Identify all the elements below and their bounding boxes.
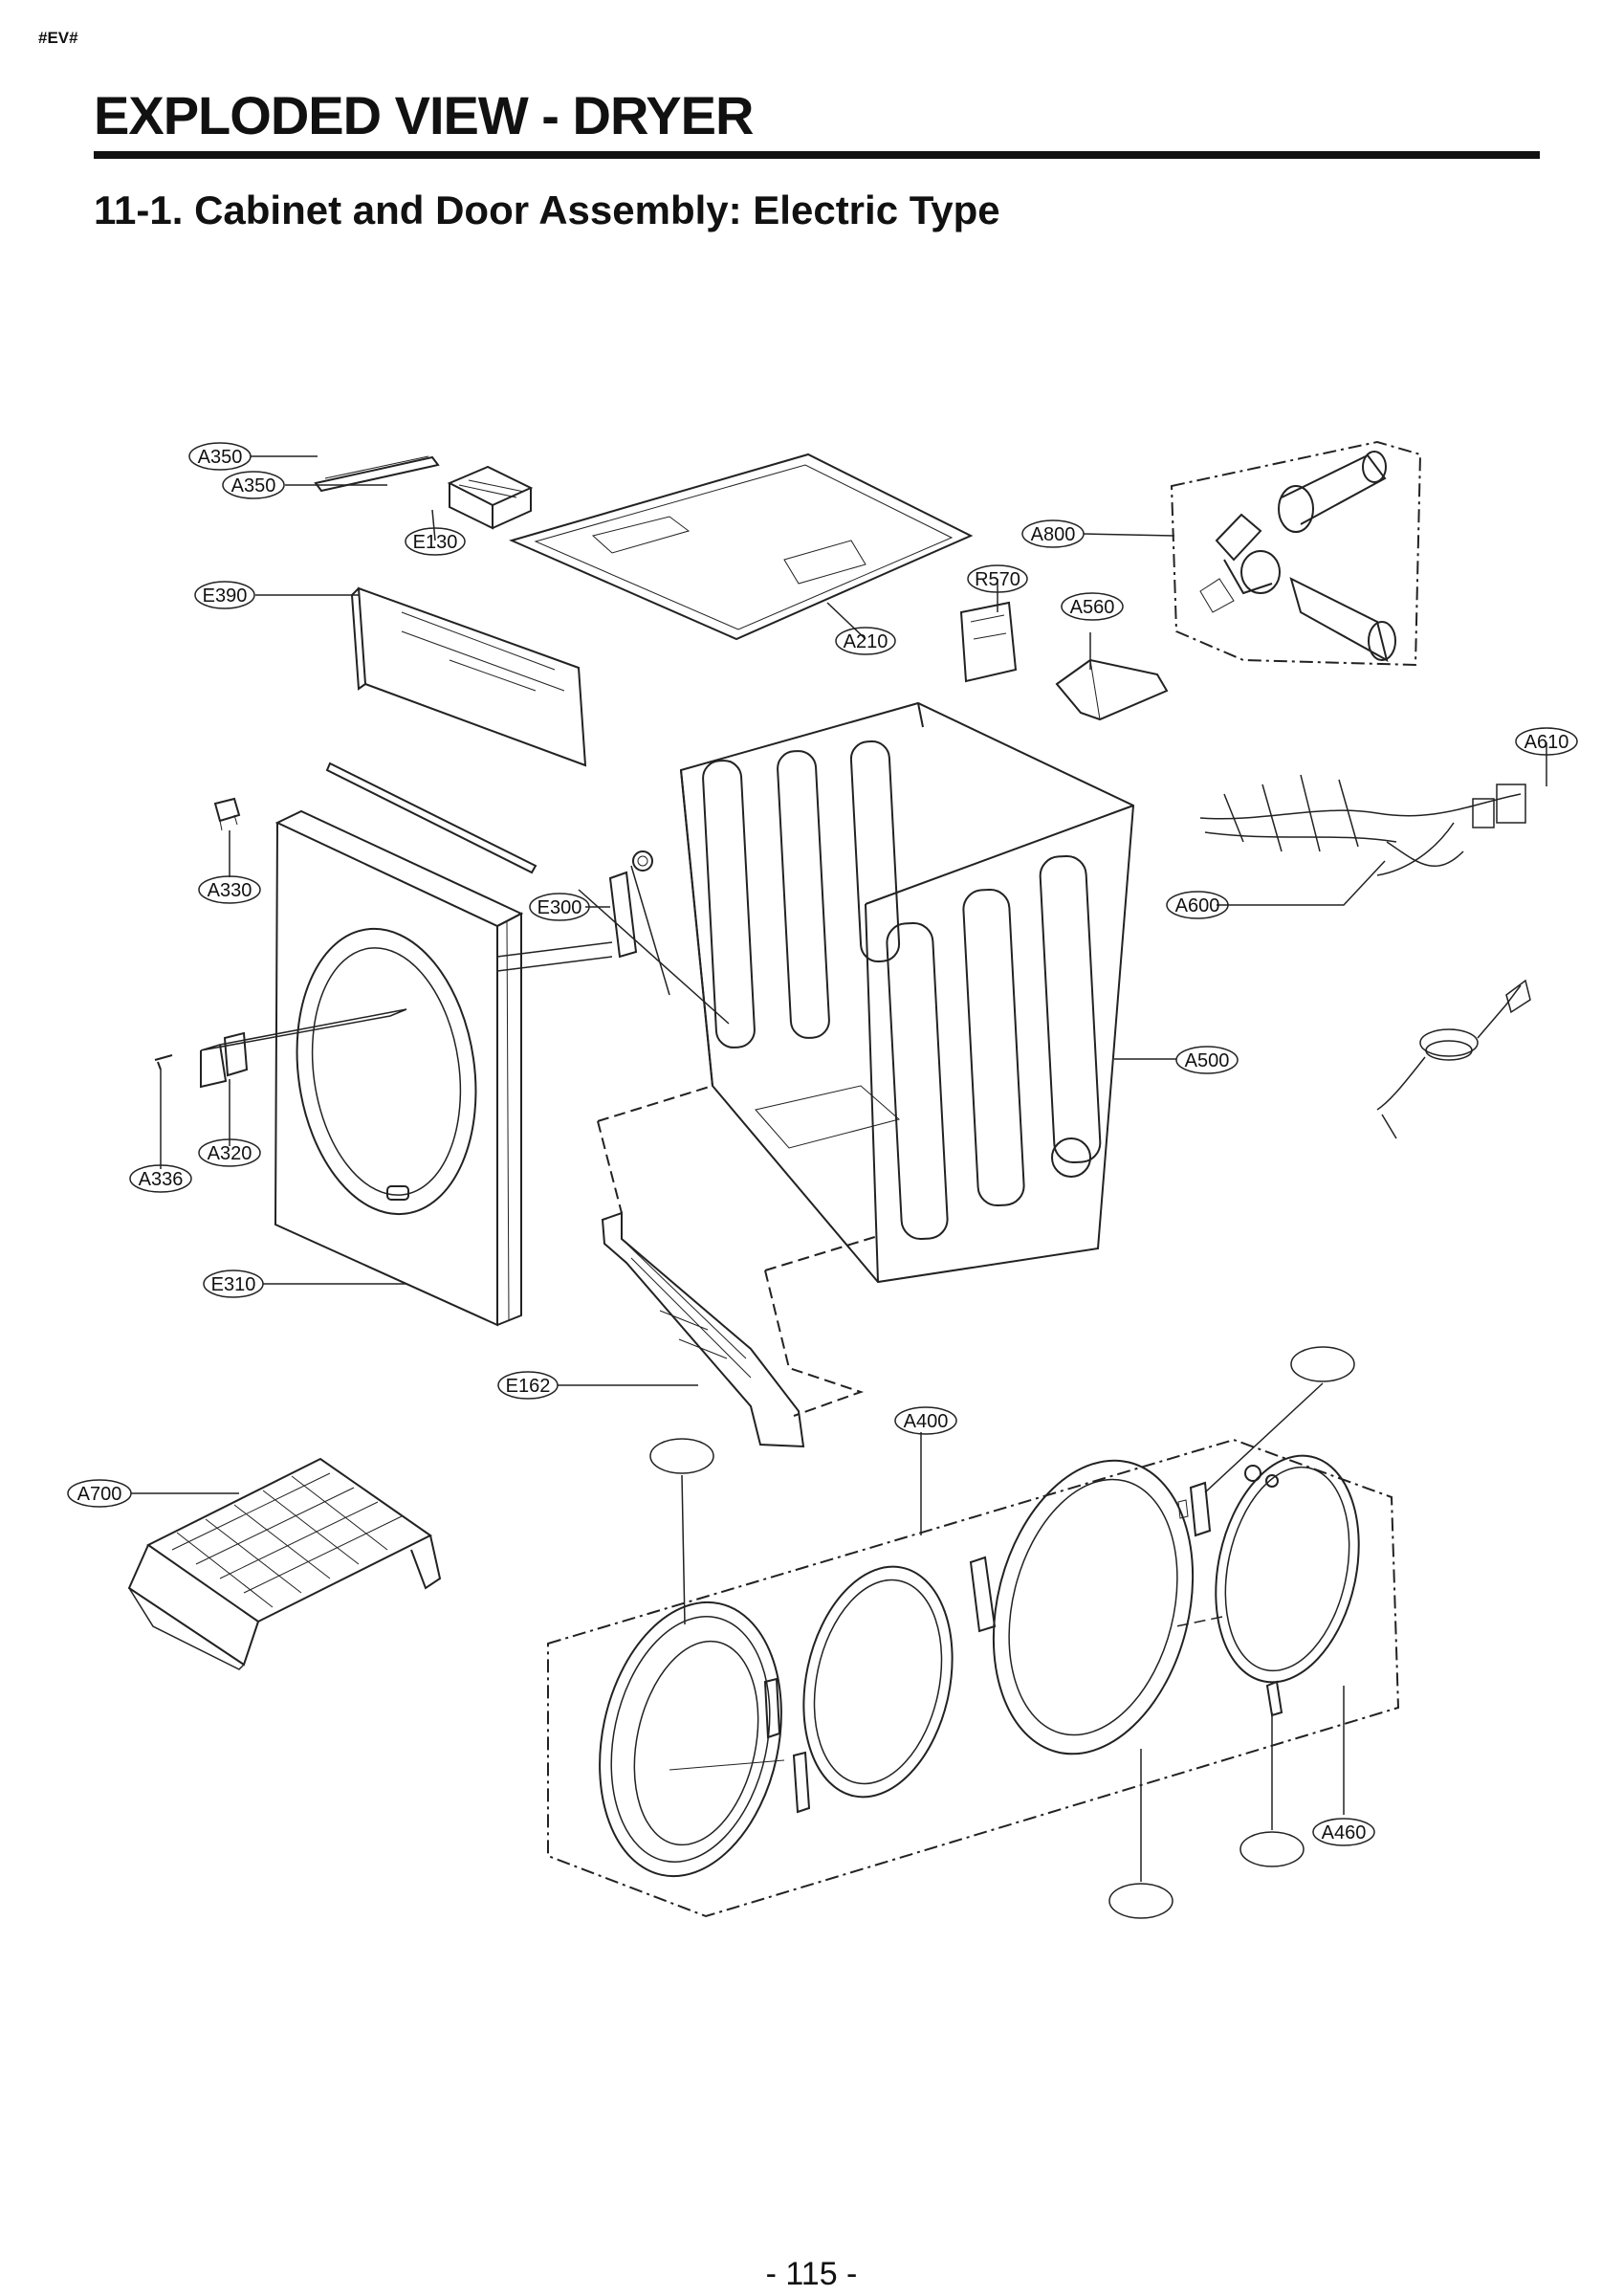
svg-text:E162: E162 (506, 1376, 551, 1397)
svg-text:A400: A400 (904, 1411, 949, 1432)
svg-text:A500: A500 (1185, 1050, 1230, 1071)
svg-text:A350: A350 (198, 447, 243, 468)
svg-text:A336: A336 (139, 1169, 184, 1190)
callout-e130: E130 (405, 527, 466, 556)
callout-a330: A330 (198, 875, 261, 904)
part-a700-rack (127, 1457, 442, 1670)
blank-callout-ellipses (649, 1346, 1355, 1919)
callout-r570: R570 (967, 564, 1028, 593)
part-a400-door-assembly-box (547, 1438, 1400, 1918)
callout-e162: E162 (497, 1371, 559, 1400)
svg-text:E310: E310 (211, 1274, 256, 1295)
part-a800-exhaust-group (1170, 440, 1422, 667)
callout-e300: E300 (529, 893, 590, 921)
part-r570-plate (959, 601, 1018, 683)
callout-a500: A500 (1175, 1046, 1239, 1074)
svg-text:A320: A320 (208, 1143, 252, 1164)
svg-text:A610: A610 (1524, 732, 1569, 753)
part-door-glass-ring (802, 1565, 954, 1799)
part-a350-strip (314, 455, 440, 493)
part-door-hardware (1177, 1465, 1283, 1717)
callout-a610: A610 (1515, 727, 1578, 756)
svg-text:R570: R570 (975, 569, 1020, 590)
page-number: - 115 - (765, 2256, 858, 2292)
document-tag: #EV# (38, 29, 78, 47)
callout-a560: A560 (1061, 592, 1124, 621)
callout-leaders (131, 455, 1547, 1882)
callout-a400: A400 (894, 1406, 957, 1435)
part-e300-hinge (608, 850, 653, 959)
part-power-cord (1376, 979, 1531, 1139)
exploded-leader-lines (496, 865, 1223, 1771)
svg-text:A330: A330 (208, 880, 252, 901)
svg-text:E390: E390 (203, 585, 248, 607)
callout-a350-top: A350 (188, 442, 252, 471)
svg-text:A560: A560 (1070, 597, 1115, 618)
callout-e310: E310 (203, 1269, 264, 1298)
part-door-outer-ring (599, 1601, 782, 1878)
svg-text:A350: A350 (231, 475, 276, 497)
callout-a600: A600 (1166, 891, 1229, 919)
svg-text:E300: E300 (537, 897, 582, 918)
page-title: EXPLODED VIEW - DRYER (94, 85, 754, 145)
part-a560-duct (1055, 658, 1169, 721)
title-underline (94, 151, 1540, 159)
callout-a460: A460 (1312, 1818, 1375, 1846)
callout-a700: A700 (67, 1479, 132, 1508)
part-e390-bracket (350, 586, 587, 767)
section-subtitle: 11-1. Cabinet and Door Assembly: Electri… (94, 188, 1000, 232)
callout-a210: A210 (835, 627, 896, 655)
part-a210-top-cover (509, 453, 974, 641)
callout-a350-bottom: A350 (222, 471, 285, 499)
callout-a800: A800 (1021, 519, 1085, 548)
part-door-inner-frame (969, 1459, 1195, 1755)
svg-text:E130: E130 (413, 532, 458, 553)
callout-a336: A336 (129, 1164, 192, 1193)
part-e130-module (447, 465, 534, 530)
part-a320-latch (154, 1008, 407, 1089)
part-a460-gasket (1215, 1454, 1360, 1684)
part-e310-front-panel (274, 809, 524, 1327)
callout-a320: A320 (198, 1138, 261, 1167)
callout-e390: E390 (194, 581, 255, 609)
svg-text:A600: A600 (1175, 895, 1220, 916)
part-a610-harness (1199, 774, 1526, 876)
svg-text:A210: A210 (844, 631, 888, 652)
part-top-strip (325, 762, 537, 874)
svg-text:A800: A800 (1031, 524, 1076, 545)
svg-text:A460: A460 (1322, 1822, 1367, 1843)
part-a330-switch (213, 797, 241, 831)
part-a500-cabinet (679, 701, 1135, 1284)
svg-text:A700: A700 (77, 1484, 122, 1505)
part-e162-bracket (601, 1211, 805, 1448)
part-door-hinge-pieces (763, 1677, 811, 1814)
